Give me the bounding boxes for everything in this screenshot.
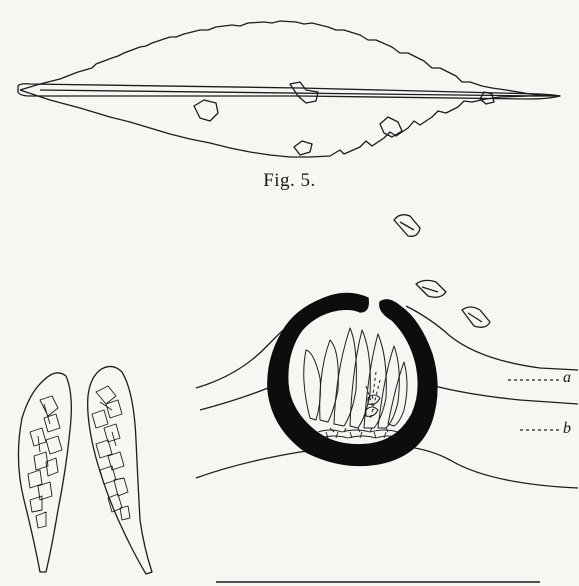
spore	[416, 280, 446, 297]
perithecium-wall	[268, 293, 437, 465]
host-tissue-layer	[420, 382, 578, 404]
host-tissue-layer	[200, 388, 268, 410]
figure-caption: Fig. 5.	[0, 170, 579, 192]
ascus-left	[18, 373, 71, 572]
spore	[462, 307, 490, 327]
leaf-spot	[294, 141, 312, 155]
leaf-midrib-line	[40, 90, 540, 96]
leaf-drawing	[18, 21, 560, 157]
asci	[304, 328, 407, 428]
leaf-lower-margin	[20, 90, 560, 157]
spore-cluster	[394, 215, 490, 328]
leaf-midrib	[18, 84, 560, 99]
label-a: a	[563, 369, 571, 387]
ascus-right	[88, 366, 152, 574]
perithecium-section	[196, 293, 578, 488]
label-b: b	[563, 420, 571, 438]
leaf-spot	[194, 100, 218, 121]
basal-cells	[318, 428, 400, 438]
